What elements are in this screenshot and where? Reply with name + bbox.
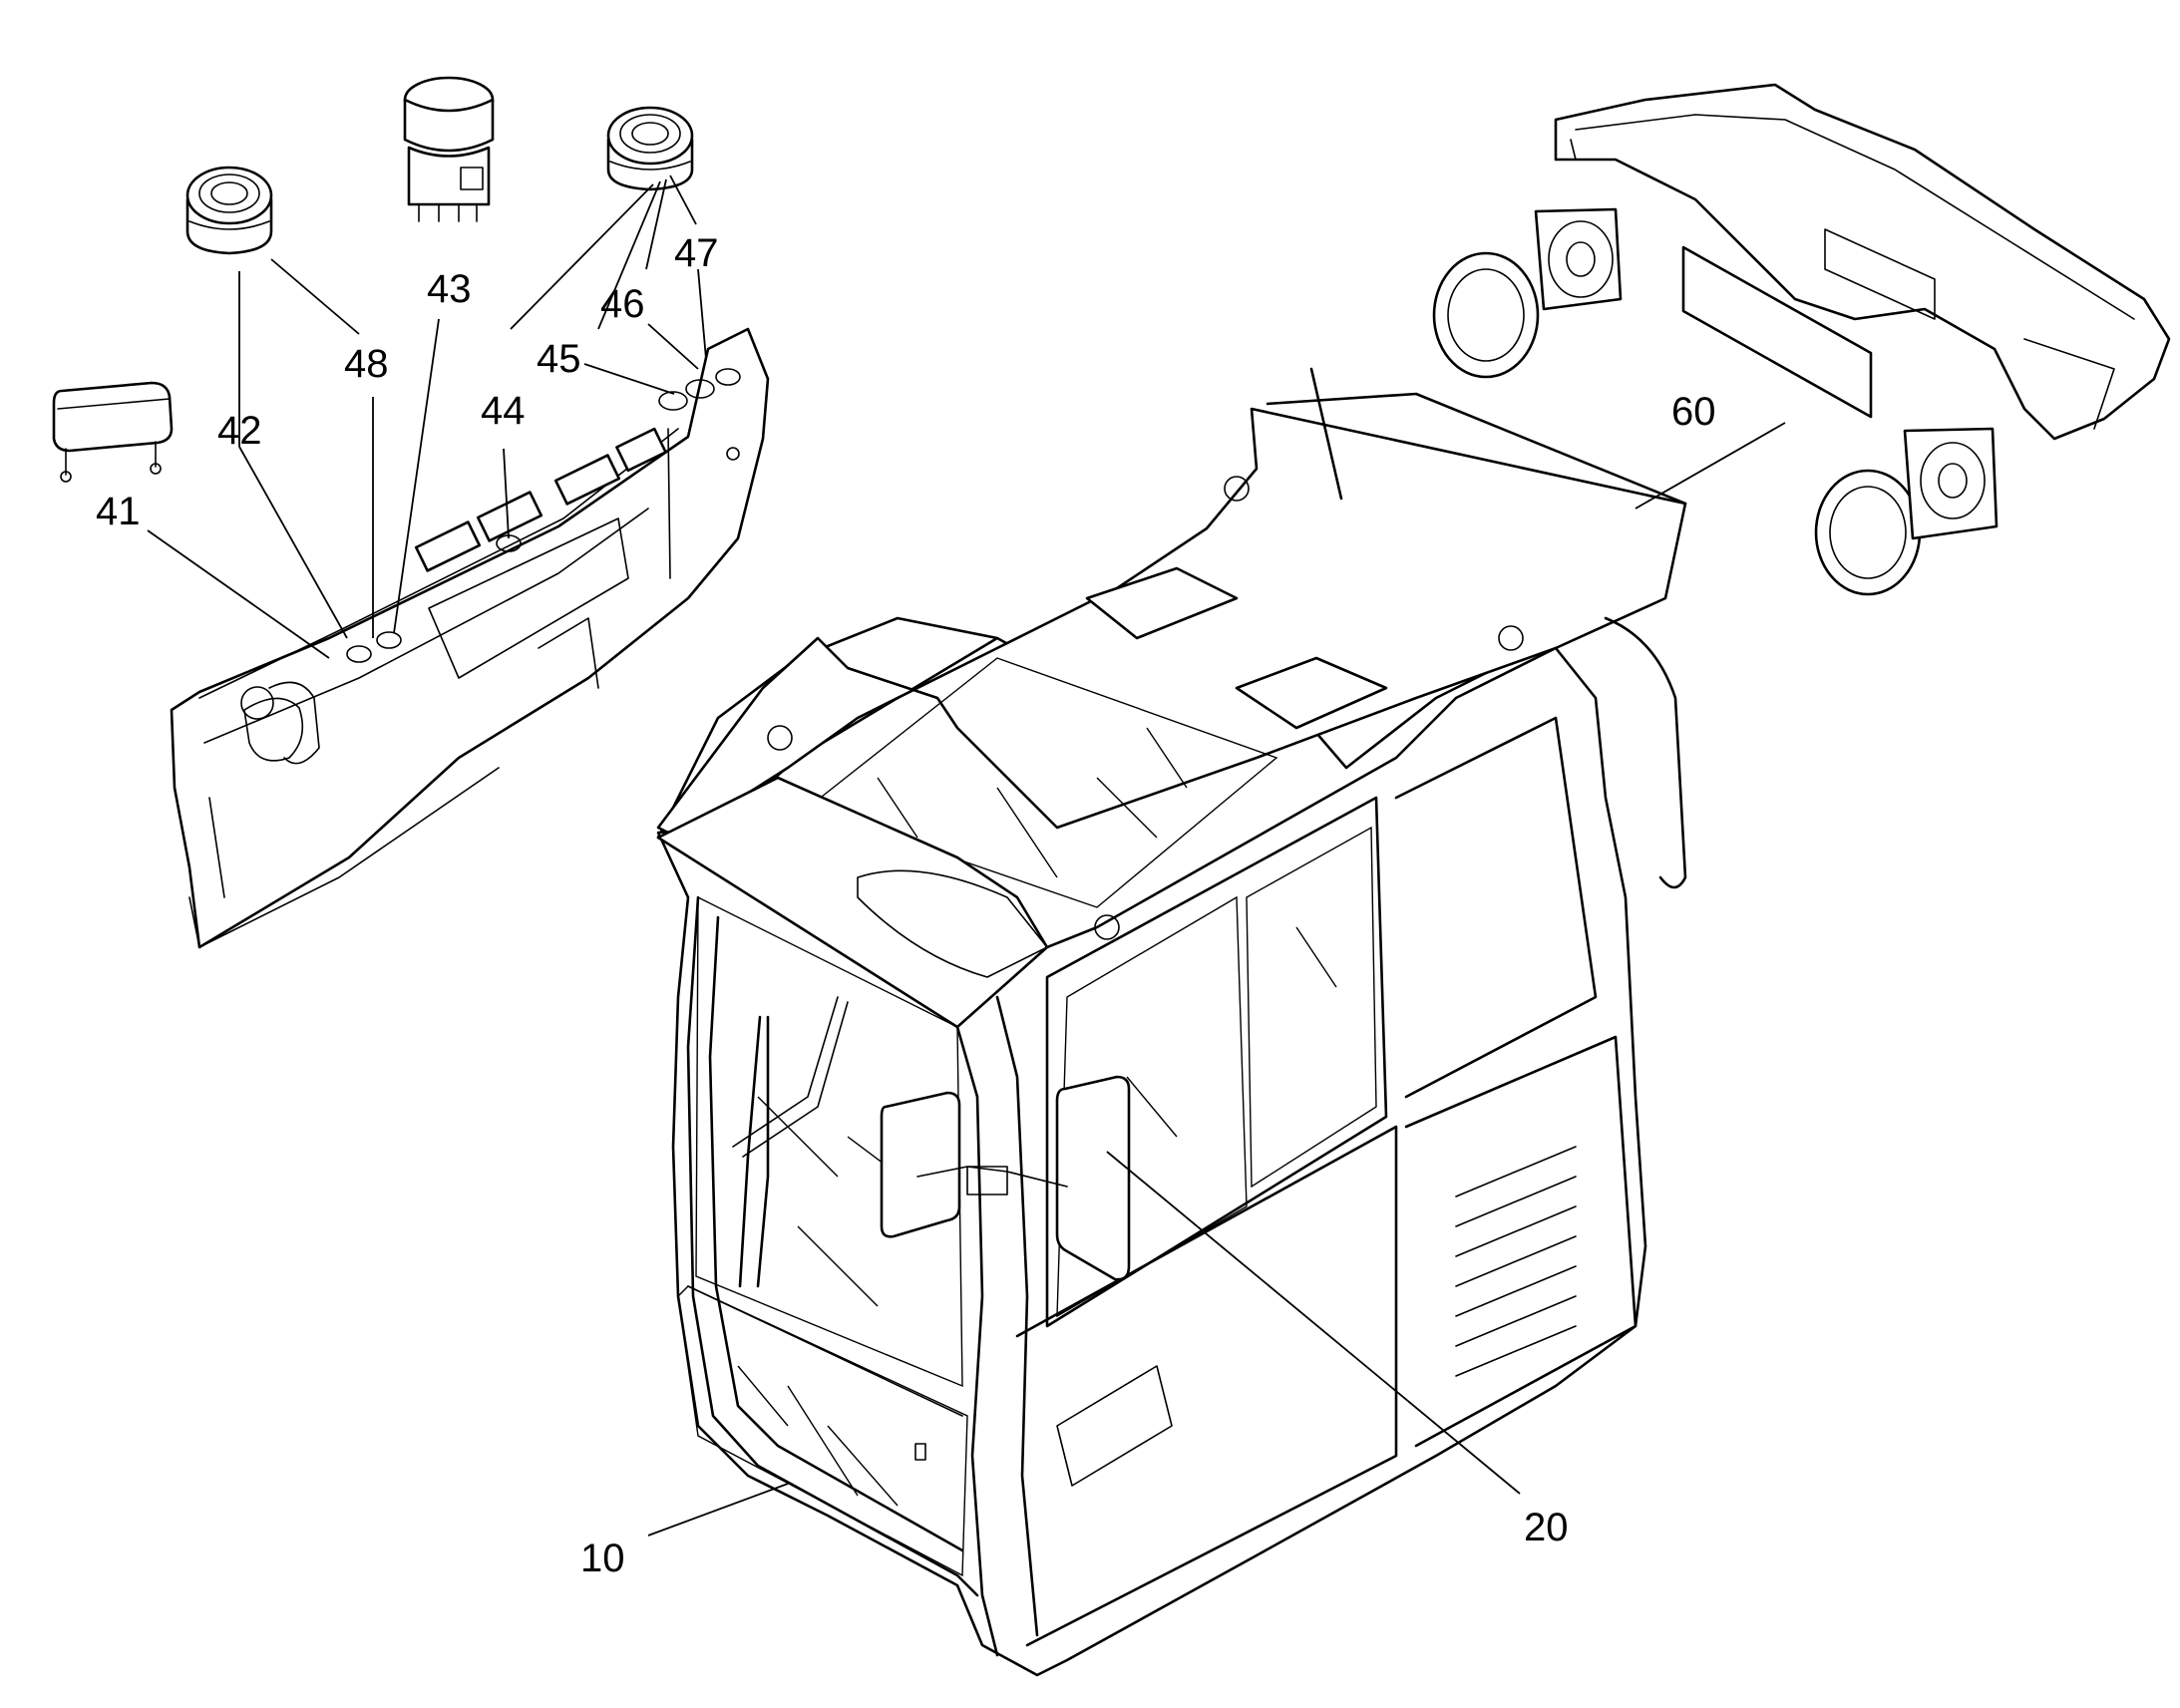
part-41-lamp	[52, 381, 174, 483]
plate	[1681, 245, 1873, 419]
leader-60	[1635, 422, 1786, 510]
callout-42: 42	[217, 409, 262, 453]
callout-10: 10	[580, 1537, 625, 1580]
callout-60: 60	[1671, 390, 1716, 434]
leader-48a	[270, 258, 360, 335]
callout-43: 43	[427, 267, 472, 311]
leader-45b	[597, 180, 661, 330]
speaker-lower	[1814, 427, 1998, 596]
part-42-switch	[185, 166, 273, 255]
callouts: 41 42 48 43 44 45 46 47 60 10 20	[96, 231, 1716, 1580]
callout-47: 47	[674, 231, 719, 275]
leader-46a	[647, 323, 699, 370]
leader-20	[1106, 1151, 1521, 1495]
cab-body	[656, 367, 1687, 1677]
roof-bar	[1554, 83, 2171, 441]
part-47-switch	[606, 106, 694, 191]
leader-10	[647, 1483, 789, 1537]
leader-47b	[669, 174, 697, 225]
callout-44: 44	[481, 389, 526, 433]
leader-42b	[238, 446, 348, 639]
leader-44b	[510, 183, 654, 330]
leader-41	[147, 529, 330, 659]
callout-41: 41	[96, 490, 141, 533]
leader-43	[393, 318, 440, 634]
side-console	[170, 327, 770, 949]
callout-48: 48	[344, 342, 389, 386]
leader-47a	[697, 268, 707, 360]
callout-20: 20	[1524, 1506, 1569, 1549]
callout-46: 46	[600, 282, 645, 326]
callout-45: 45	[537, 337, 581, 381]
leader-45a	[583, 363, 675, 395]
leader-lines	[147, 174, 1786, 1537]
leader-46b	[645, 178, 667, 270]
leader-44a	[503, 448, 510, 539]
part-43-switch	[403, 76, 495, 222]
speaker-upper	[1432, 207, 1623, 379]
